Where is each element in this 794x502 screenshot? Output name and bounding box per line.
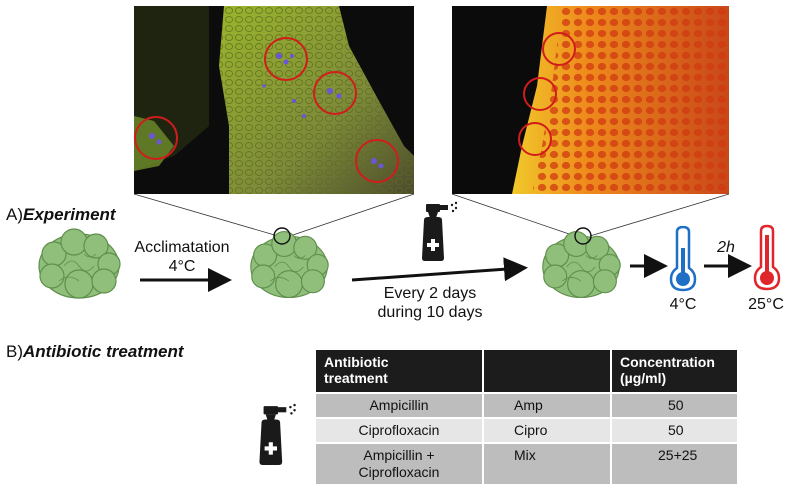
antibiotic-table: Antibiotic treatment Concentration (µg/m… <box>316 350 737 484</box>
cell-treatment: Ciprofloxacin <box>316 417 484 443</box>
schedule-line1: Every 2 days <box>383 285 477 302</box>
heat-duration: 2h <box>717 239 735 256</box>
thermometer-cold-icon <box>669 226 697 292</box>
cell-abbrev: Cipro <box>483 417 612 443</box>
panel-a-prefix: A) <box>6 205 23 224</box>
cell-treatment: Ampicillin <box>316 392 484 418</box>
panel-a-title: Experiment <box>23 205 116 224</box>
thermometer-hot-icon <box>753 224 781 291</box>
arrow-treatment <box>351 257 528 282</box>
panel-b-prefix: B) <box>6 342 23 361</box>
acclimatation-line2: 4°C <box>168 258 196 275</box>
microscopy-image-orange <box>452 6 729 194</box>
cell-concentration: 50 <box>611 417 737 443</box>
spray-bottle-icon <box>422 201 458 261</box>
header-abbrev <box>483 350 612 393</box>
acclimatation-line1: Acclimatation <box>134 239 230 256</box>
temp-hot-label: 25°C <box>748 296 784 313</box>
treatment-schedule-caption: Every 2 days during 10 days <box>360 284 500 322</box>
panel-a-label: A)Experiment <box>6 205 116 225</box>
sampling-circle-icon <box>574 227 592 245</box>
spray-bottle-icon <box>259 403 296 465</box>
coral-icon <box>38 228 121 299</box>
header-treatment: Antibiotic treatment <box>316 350 484 393</box>
cell-abbrev: Mix <box>483 442 612 484</box>
temp-cold-label: 4°C <box>669 296 697 313</box>
panel-b-title: Antibiotic treatment <box>23 342 184 361</box>
header-concentration: Concentration (µg/ml) <box>611 350 737 393</box>
microscopy-image-green <box>134 6 414 194</box>
cell-treatment: Ampicillin + Ciprofloxacin <box>316 442 484 484</box>
acclimatation-caption: Acclimatation 4°C <box>124 238 240 276</box>
coral-icon <box>250 230 329 299</box>
panel-b-label: B)Antibiotic treatment <box>6 342 184 362</box>
table-row: Ciprofloxacin Cipro 50 <box>316 417 737 443</box>
table-header-row: Antibiotic treatment Concentration (µg/m… <box>316 350 737 393</box>
sampling-circle-icon <box>273 227 291 245</box>
cell-abbrev: Amp <box>483 392 612 418</box>
table-row: Ampicillin Amp 50 <box>316 392 737 418</box>
cell-concentration: 25+25 <box>611 442 737 484</box>
cell-concentration: 50 <box>611 392 737 418</box>
table-row: Ampicillin + Ciprofloxacin Mix 25+25 <box>316 442 737 484</box>
coral-icon <box>542 230 621 299</box>
schedule-line2: during 10 days <box>377 304 483 321</box>
